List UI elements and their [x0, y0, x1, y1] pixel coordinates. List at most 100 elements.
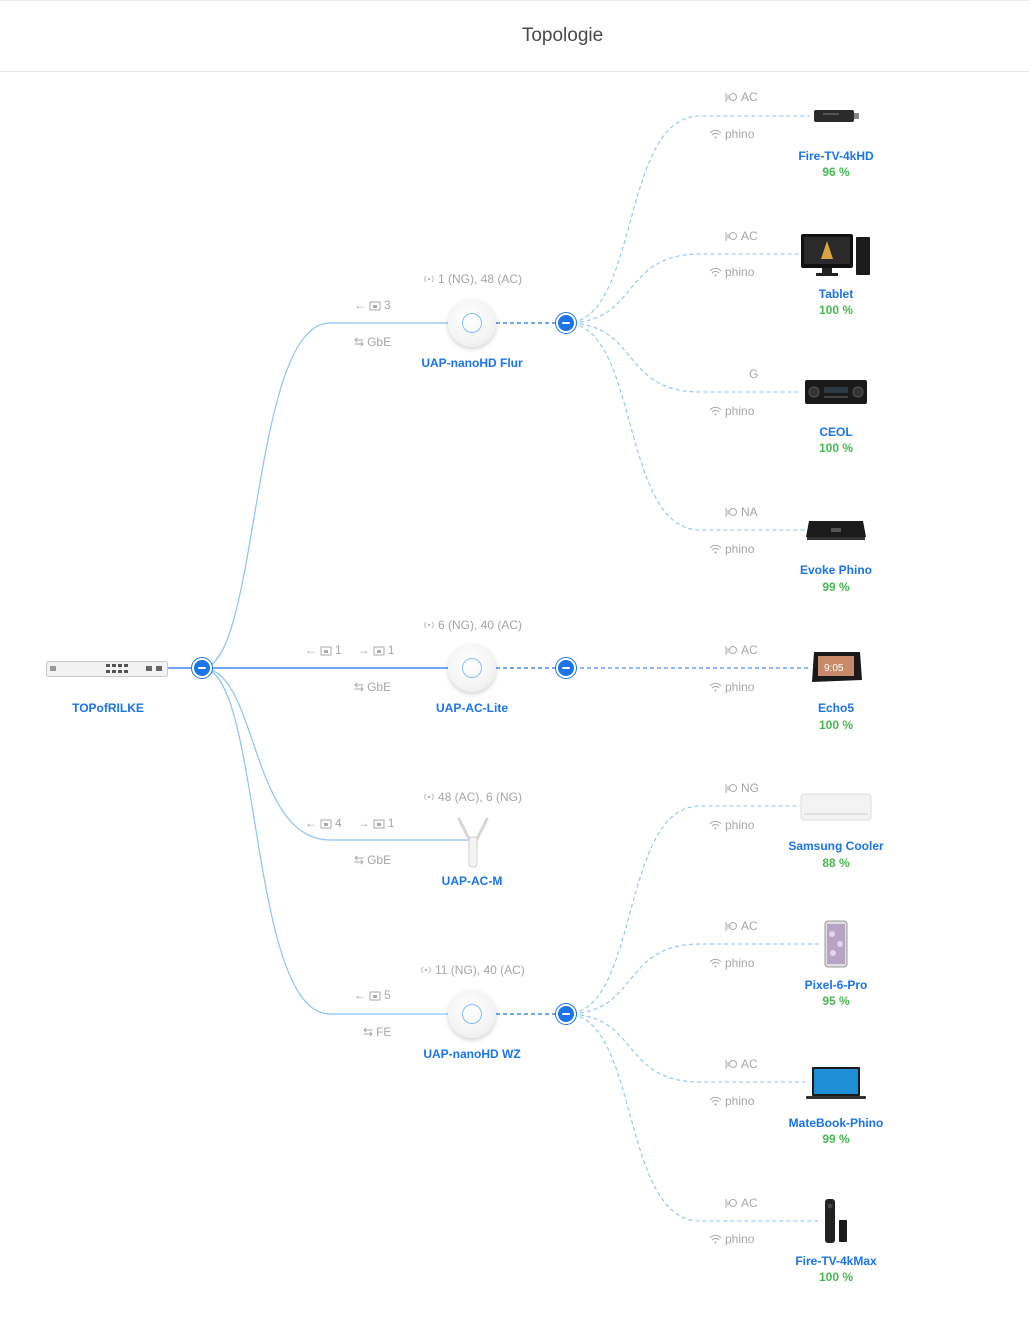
wifi-icon	[709, 1096, 722, 1106]
ap-wz-channels: 11 (NG), 40 (AC)	[420, 963, 525, 977]
client-signal: 88 %	[822, 856, 850, 870]
arrow-left-icon: ←	[354, 988, 366, 1002]
header-bar: Topologie	[0, 0, 1029, 72]
client-signal: 100 %	[818, 1270, 854, 1284]
client-radio: AC	[725, 90, 758, 104]
uap-ac-lite-icon[interactable]	[448, 644, 496, 692]
collapse-ap-lite-button[interactable]	[556, 658, 576, 678]
wifi-icon	[709, 682, 722, 692]
echo-show-icon[interactable]: 9:05	[810, 650, 864, 691]
gateway-device[interactable]	[46, 660, 168, 678]
port-icon	[369, 990, 381, 1001]
ap-m-uplink-ports: ← 4 → 1	[305, 816, 395, 830]
port-icon	[373, 818, 385, 829]
client-radio: AC	[725, 919, 758, 933]
ap-flur-uplink-ports: ← 3	[354, 298, 391, 312]
client-signal: 95 %	[822, 994, 850, 1008]
client-radio: AC	[725, 643, 758, 657]
client-name[interactable]: Fire-TV-4kHD	[798, 149, 874, 163]
wifi-icon	[709, 820, 722, 830]
ap-wz-uplink-ports: ← 5	[354, 988, 391, 1002]
port-icon	[373, 645, 385, 656]
client-signal: 100 %	[818, 718, 854, 732]
ap-flur-channels: 1 (NG), 48 (AC)	[423, 272, 522, 286]
swap-arrows-icon: ⇆	[354, 335, 365, 349]
swap-arrows-icon: ⇆	[354, 680, 365, 694]
client-name[interactable]: Echo5	[817, 701, 855, 715]
client-signal: 99 %	[822, 1132, 850, 1146]
wifi-icon	[709, 958, 722, 968]
radio-ac-icon	[725, 1059, 738, 1070]
av-receiver-icon[interactable]	[804, 378, 868, 411]
gateway-name[interactable]: TOPofRILKE	[72, 701, 144, 715]
client-signal: 100 %	[818, 303, 854, 317]
uap-nanohd-icon[interactable]	[448, 990, 496, 1038]
client-ssid: phino	[709, 542, 754, 556]
client-name[interactable]: Tablet	[818, 287, 854, 301]
client-name[interactable]: Pixel-6-Pro	[804, 978, 868, 992]
media-player-icon[interactable]	[805, 519, 867, 546]
radio-ac-icon	[725, 645, 738, 656]
collapse-ap-flur-button[interactable]	[556, 313, 576, 333]
smartphone-icon[interactable]	[824, 920, 848, 973]
client-ssid: phino	[709, 680, 754, 694]
ap-m-name[interactable]: UAP-AC-M	[441, 874, 503, 888]
swap-arrows-icon: ⇆	[354, 853, 365, 867]
radio-ac-icon	[725, 92, 738, 103]
radio-na-icon	[725, 507, 738, 518]
air-conditioner-icon[interactable]	[800, 793, 872, 826]
ap-lite-name[interactable]: UAP-AC-Lite	[436, 701, 508, 715]
client-name[interactable]: Fire-TV-4kMax	[795, 1254, 877, 1268]
client-ssid: phino	[709, 1094, 754, 1108]
client-name[interactable]: CEOL	[819, 425, 853, 439]
client-ssid: phino	[709, 1232, 754, 1246]
wifi-icon	[709, 544, 722, 554]
arrow-right-icon: →	[357, 643, 370, 657]
arrow-left-icon: ←	[354, 298, 366, 312]
client-ssid: phino	[709, 956, 754, 970]
arrow-left-icon: ←	[305, 643, 317, 657]
uap-ac-m-icon[interactable]	[455, 815, 491, 874]
desktop-computer-icon[interactable]	[800, 233, 872, 282]
client-ssid: phino	[709, 127, 754, 141]
ap-wz-link-speed: ⇆ FE	[363, 1025, 392, 1039]
wifi-icon	[709, 406, 722, 416]
collapse-gateway-button[interactable]	[192, 658, 212, 678]
client-signal: 96 %	[822, 165, 850, 179]
fire-tv-stick-icon[interactable]	[813, 107, 859, 130]
client-name[interactable]: Evoke Phino	[799, 563, 873, 577]
client-ssid: phino	[709, 818, 754, 832]
antenna-icon	[423, 791, 435, 803]
ap-m-channels: 48 (AC), 6 (NG)	[423, 790, 522, 804]
uap-nanohd-icon[interactable]	[448, 299, 496, 347]
radio-ac-icon	[725, 1198, 738, 1209]
ap-lite-link-speed: ⇆ GbE	[354, 680, 392, 694]
client-name[interactable]: MateBook-Phino	[788, 1116, 884, 1130]
client-signal: 100 %	[818, 441, 854, 455]
wifi-icon	[709, 267, 722, 277]
arrow-right-icon: →	[357, 816, 370, 830]
ap-lite-channels: 6 (NG), 40 (AC)	[423, 618, 522, 632]
radio-ng-icon	[725, 783, 738, 794]
ap-flur-name[interactable]: UAP-nanoHD Flur	[421, 356, 523, 370]
port-icon	[369, 300, 381, 311]
client-ssid: phino	[709, 404, 754, 418]
wifi-icon	[709, 129, 722, 139]
wifi-icon	[709, 1234, 722, 1244]
collapse-ap-wz-button[interactable]	[556, 1004, 576, 1024]
antenna-icon	[420, 964, 432, 976]
ap-wz-name[interactable]: UAP-nanoHD WZ	[423, 1047, 521, 1061]
client-ssid: phino	[709, 265, 754, 279]
swap-arrows-icon: ⇆	[363, 1025, 374, 1039]
page-title: Topologie	[521, 25, 604, 46]
client-radio: AC	[725, 1057, 758, 1071]
radio-ac-icon	[725, 921, 738, 932]
laptop-icon[interactable]	[805, 1066, 867, 1105]
dream-machine-pro-icon	[46, 661, 168, 677]
ap-flur-link-speed: ⇆ GbE	[354, 335, 392, 349]
client-name[interactable]: Samsung Cooler	[788, 839, 884, 853]
antenna-icon	[423, 273, 435, 285]
fire-tv-max-icon[interactable]	[822, 1198, 850, 1251]
client-radio: NG	[725, 781, 759, 795]
